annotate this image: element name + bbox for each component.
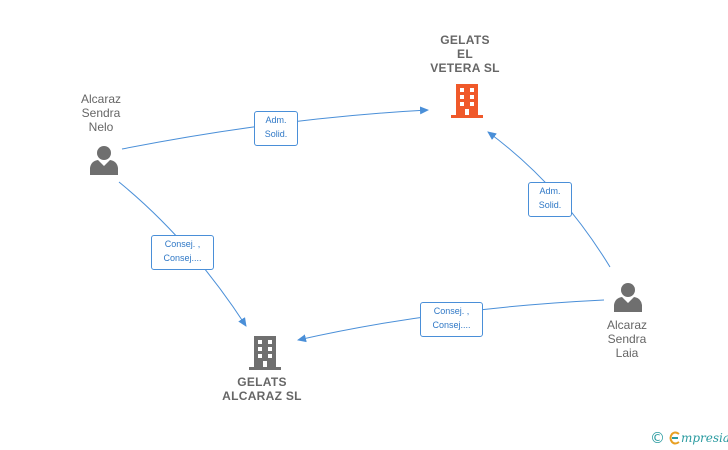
edge-label-nelo-vetera[interactable]: Adm. Solid. (254, 111, 298, 146)
copyright-symbol: © (650, 429, 665, 447)
company-label-gelats-el-vetera: GELATS EL VETERA SL (430, 33, 500, 75)
company-label-gelats-alcaraz: GELATS ALCARAZ SL (222, 375, 302, 403)
brand-watermark: © mpresia (650, 428, 728, 448)
building-icon[interactable] (249, 336, 281, 370)
edge-label-laia-alcaraz[interactable]: Consej. , Consej.... (420, 302, 483, 337)
person-icon[interactable] (613, 282, 643, 312)
edge-label-nelo-alcaraz[interactable]: Consej. , Consej.... (151, 235, 214, 270)
edge-label-laia-vetera[interactable]: Adm. Solid. (528, 182, 572, 217)
person-icon[interactable] (89, 145, 119, 175)
person-label-nelo: Alcaraz Sendra Nelo (80, 92, 121, 134)
brand-name: mpresia (681, 431, 728, 445)
building-icon[interactable] (451, 84, 483, 118)
empresia-logo-icon (669, 431, 680, 445)
person-label-laia: Alcaraz Sendra Laia (606, 318, 647, 360)
